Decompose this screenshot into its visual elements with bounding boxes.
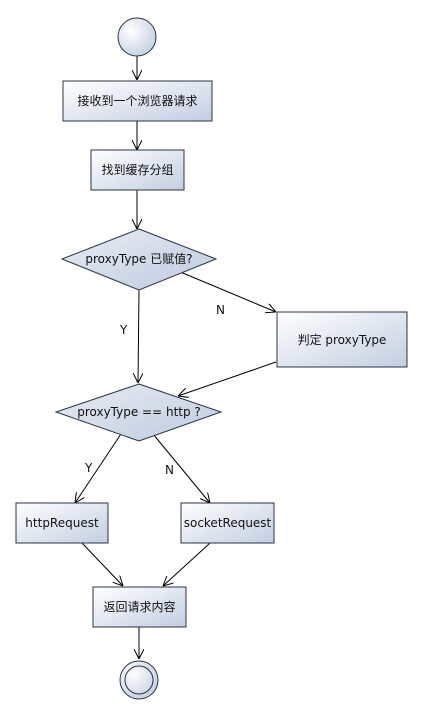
label-proxy-set-no: N <box>216 303 225 317</box>
node-socket-request: socketRequest <box>180 502 275 544</box>
node-determine-proxy-label: 判定 proxyType <box>298 332 387 347</box>
label-http-no: N <box>165 463 174 477</box>
node-find-cache-group-label: 找到缓存分组 <box>101 163 173 177</box>
decision-http: proxyType == http ? <box>54 383 223 442</box>
end-node <box>119 660 159 700</box>
start-node <box>117 17 157 57</box>
node-receive-request: 接收到一个浏览器请求 <box>62 80 213 122</box>
edge-determine-to-decision-http <box>178 361 277 396</box>
decision-http-label: proxyType == http ? <box>77 405 201 419</box>
edge-decision-no <box>177 270 276 312</box>
label-proxy-set-yes: Y <box>119 323 128 337</box>
edge-http-no <box>152 433 210 503</box>
edges <box>75 56 276 659</box>
node-receive-request-label: 接收到一个浏览器请求 <box>77 93 197 108</box>
node-find-cache-group: 找到缓存分组 <box>90 149 185 191</box>
node-socket-request-label: socketRequest <box>184 516 272 530</box>
decision-proxy-set: proxyType 已赋值? <box>60 228 218 291</box>
label-http-yes: Y <box>84 461 93 475</box>
node-return-content-label: 返回请求内容 <box>103 599 175 614</box>
edge-httprequest-to-return <box>81 542 123 586</box>
node-return-content: 返回请求内容 <box>92 586 187 628</box>
edge-socketrequest-to-return <box>163 542 211 586</box>
edge-decision-yes <box>138 289 139 383</box>
edge-http-yes <box>75 433 122 503</box>
node-http-request: httpRequest <box>15 502 109 544</box>
decision-proxy-set-label: proxyType 已赋值? <box>85 251 192 266</box>
node-http-request-label: httpRequest <box>25 516 99 530</box>
node-determine-proxy: 判定 proxyType <box>276 311 408 368</box>
